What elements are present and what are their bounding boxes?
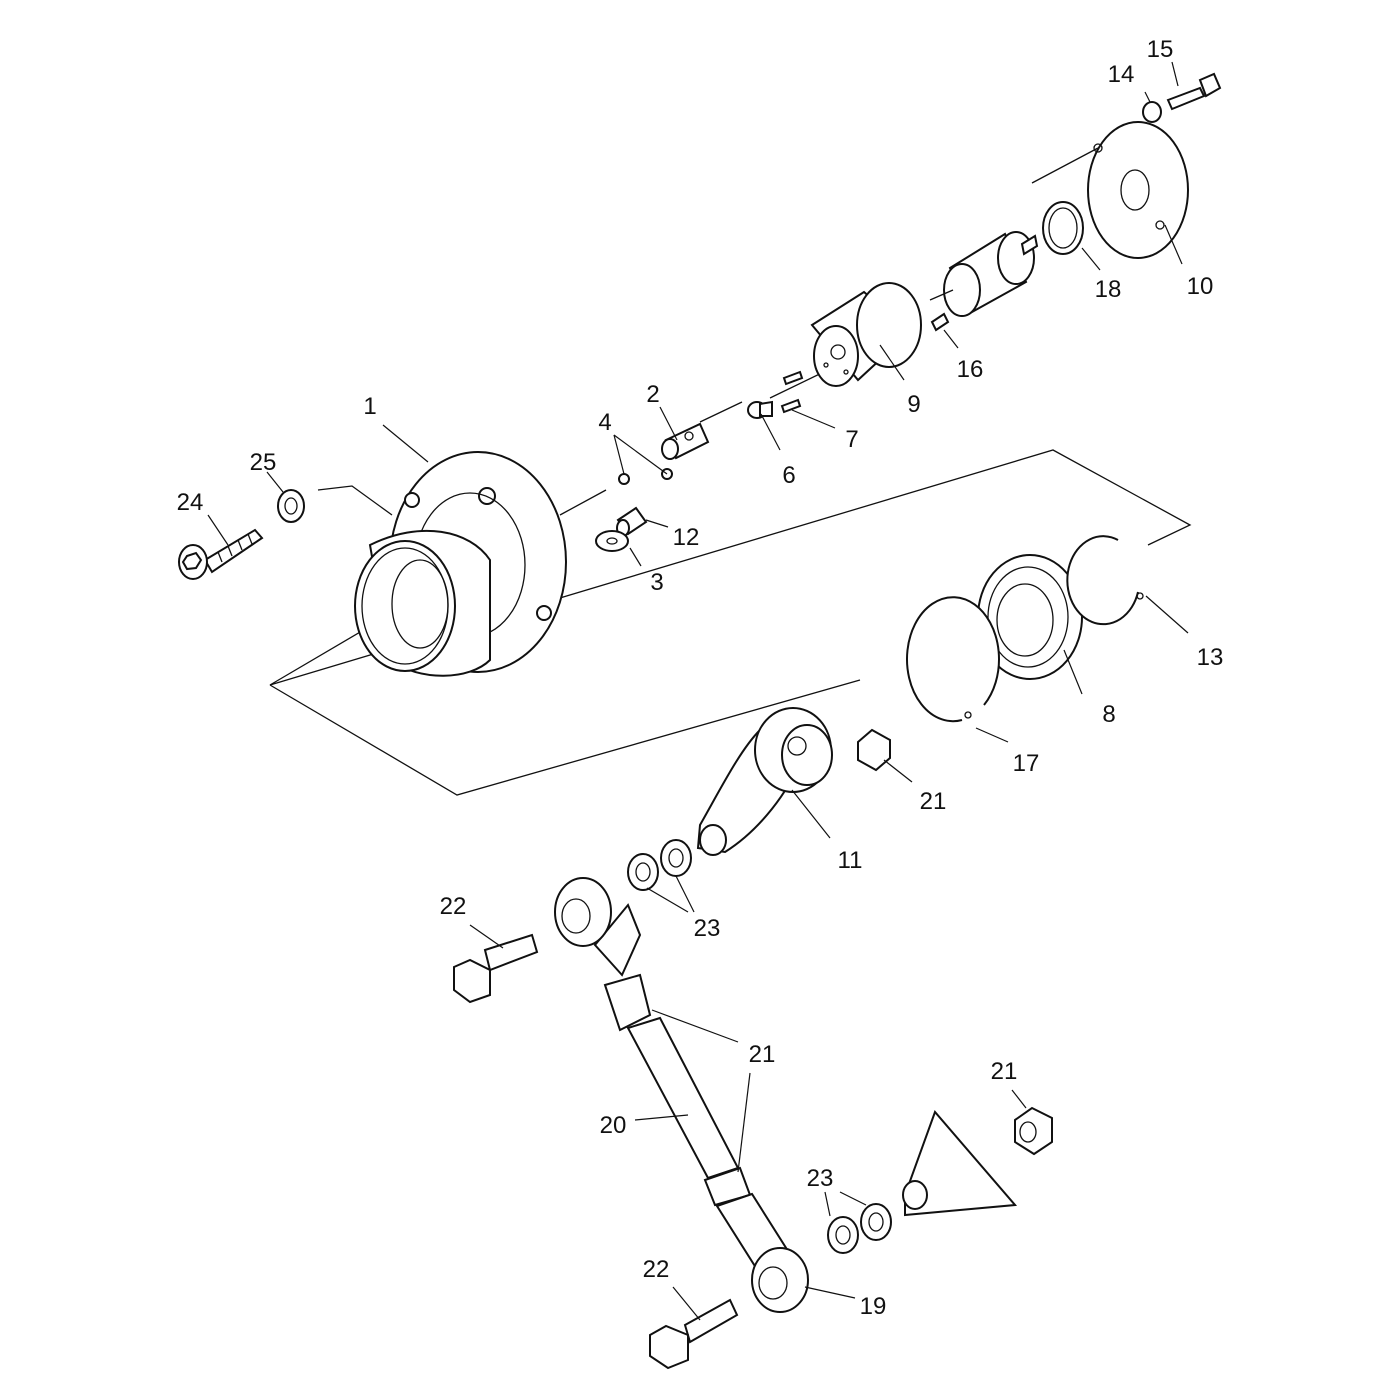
set-screw-part-16 — [930, 312, 950, 332]
callout-1: 1 — [363, 393, 376, 420]
socket-head-screw-part-24 — [178, 528, 264, 580]
hex-nut-part-21-upper — [857, 728, 891, 772]
bolt-part-15 — [1166, 72, 1222, 111]
plug-part-6 — [747, 400, 773, 419]
callout-6: 6 — [782, 462, 795, 489]
callout-labels: 1 2 3 4 6 7 8 9 10 11 12 13 14 15 16 17 … — [177, 36, 1224, 1320]
callout-14: 14 — [1108, 61, 1135, 88]
callout-21-lower: 21 — [991, 1058, 1018, 1085]
callout-4: 4 — [598, 409, 611, 436]
callout-18: 18 — [1095, 276, 1122, 303]
washer-part-3 — [595, 530, 629, 552]
callout-10: 10 — [1187, 273, 1214, 300]
callout-24: 24 — [177, 489, 204, 516]
o-ring-part-18 — [1042, 201, 1084, 255]
lever-arm-part-11 — [696, 707, 833, 856]
callout-19: 19 — [860, 1293, 887, 1320]
assembly-frame — [269, 449, 1192, 796]
callout-3: 3 — [650, 569, 663, 596]
callout-13: 13 — [1197, 644, 1224, 671]
callout-8: 8 — [1102, 701, 1115, 728]
circlip-part-17 — [905, 596, 1000, 723]
callout-23-lower: 23 — [807, 1165, 834, 1192]
hex-bolt-part-22-upper — [453, 933, 539, 1004]
callout-20: 20 — [600, 1112, 627, 1139]
callout-12: 12 — [673, 524, 700, 551]
hex-bolt-part-22-lower — [649, 1298, 739, 1370]
washer-part-14 — [1142, 101, 1162, 123]
callout-17: 17 — [1013, 750, 1040, 777]
callout-22-lower: 22 — [643, 1256, 670, 1283]
washer-part-25 — [277, 489, 305, 523]
callout-23-upper: 23 — [694, 915, 721, 942]
lower-bracket — [902, 1110, 1018, 1217]
callout-21-upper: 21 — [920, 788, 947, 815]
callout-22-upper: 22 — [440, 893, 467, 920]
callout-7: 7 — [845, 426, 858, 453]
callout-2: 2 — [646, 381, 659, 408]
flange-housing-part-1 — [317, 451, 567, 677]
callout-16: 16 — [957, 356, 984, 383]
callout-15: 15 — [1147, 36, 1174, 63]
callout-21-rod: 21 — [749, 1041, 776, 1068]
callout-9: 9 — [907, 391, 920, 418]
washers-part-23-upper — [627, 839, 692, 891]
washers-part-23-lower — [827, 1203, 892, 1254]
tie-rod-part-20 — [554, 877, 809, 1313]
leader-lines — [207, 61, 1189, 1321]
cylinder-housing-part-9 — [810, 282, 922, 387]
encoder-body — [929, 231, 1039, 317]
cover-plate-part-10 — [1031, 121, 1189, 259]
callout-11: 11 — [838, 847, 863, 874]
callout-25: 25 — [250, 449, 277, 476]
circlip-part-13 — [1066, 535, 1144, 626]
hex-nut-part-21-lower — [1014, 1106, 1053, 1156]
coupling-part-2 — [559, 401, 743, 516]
